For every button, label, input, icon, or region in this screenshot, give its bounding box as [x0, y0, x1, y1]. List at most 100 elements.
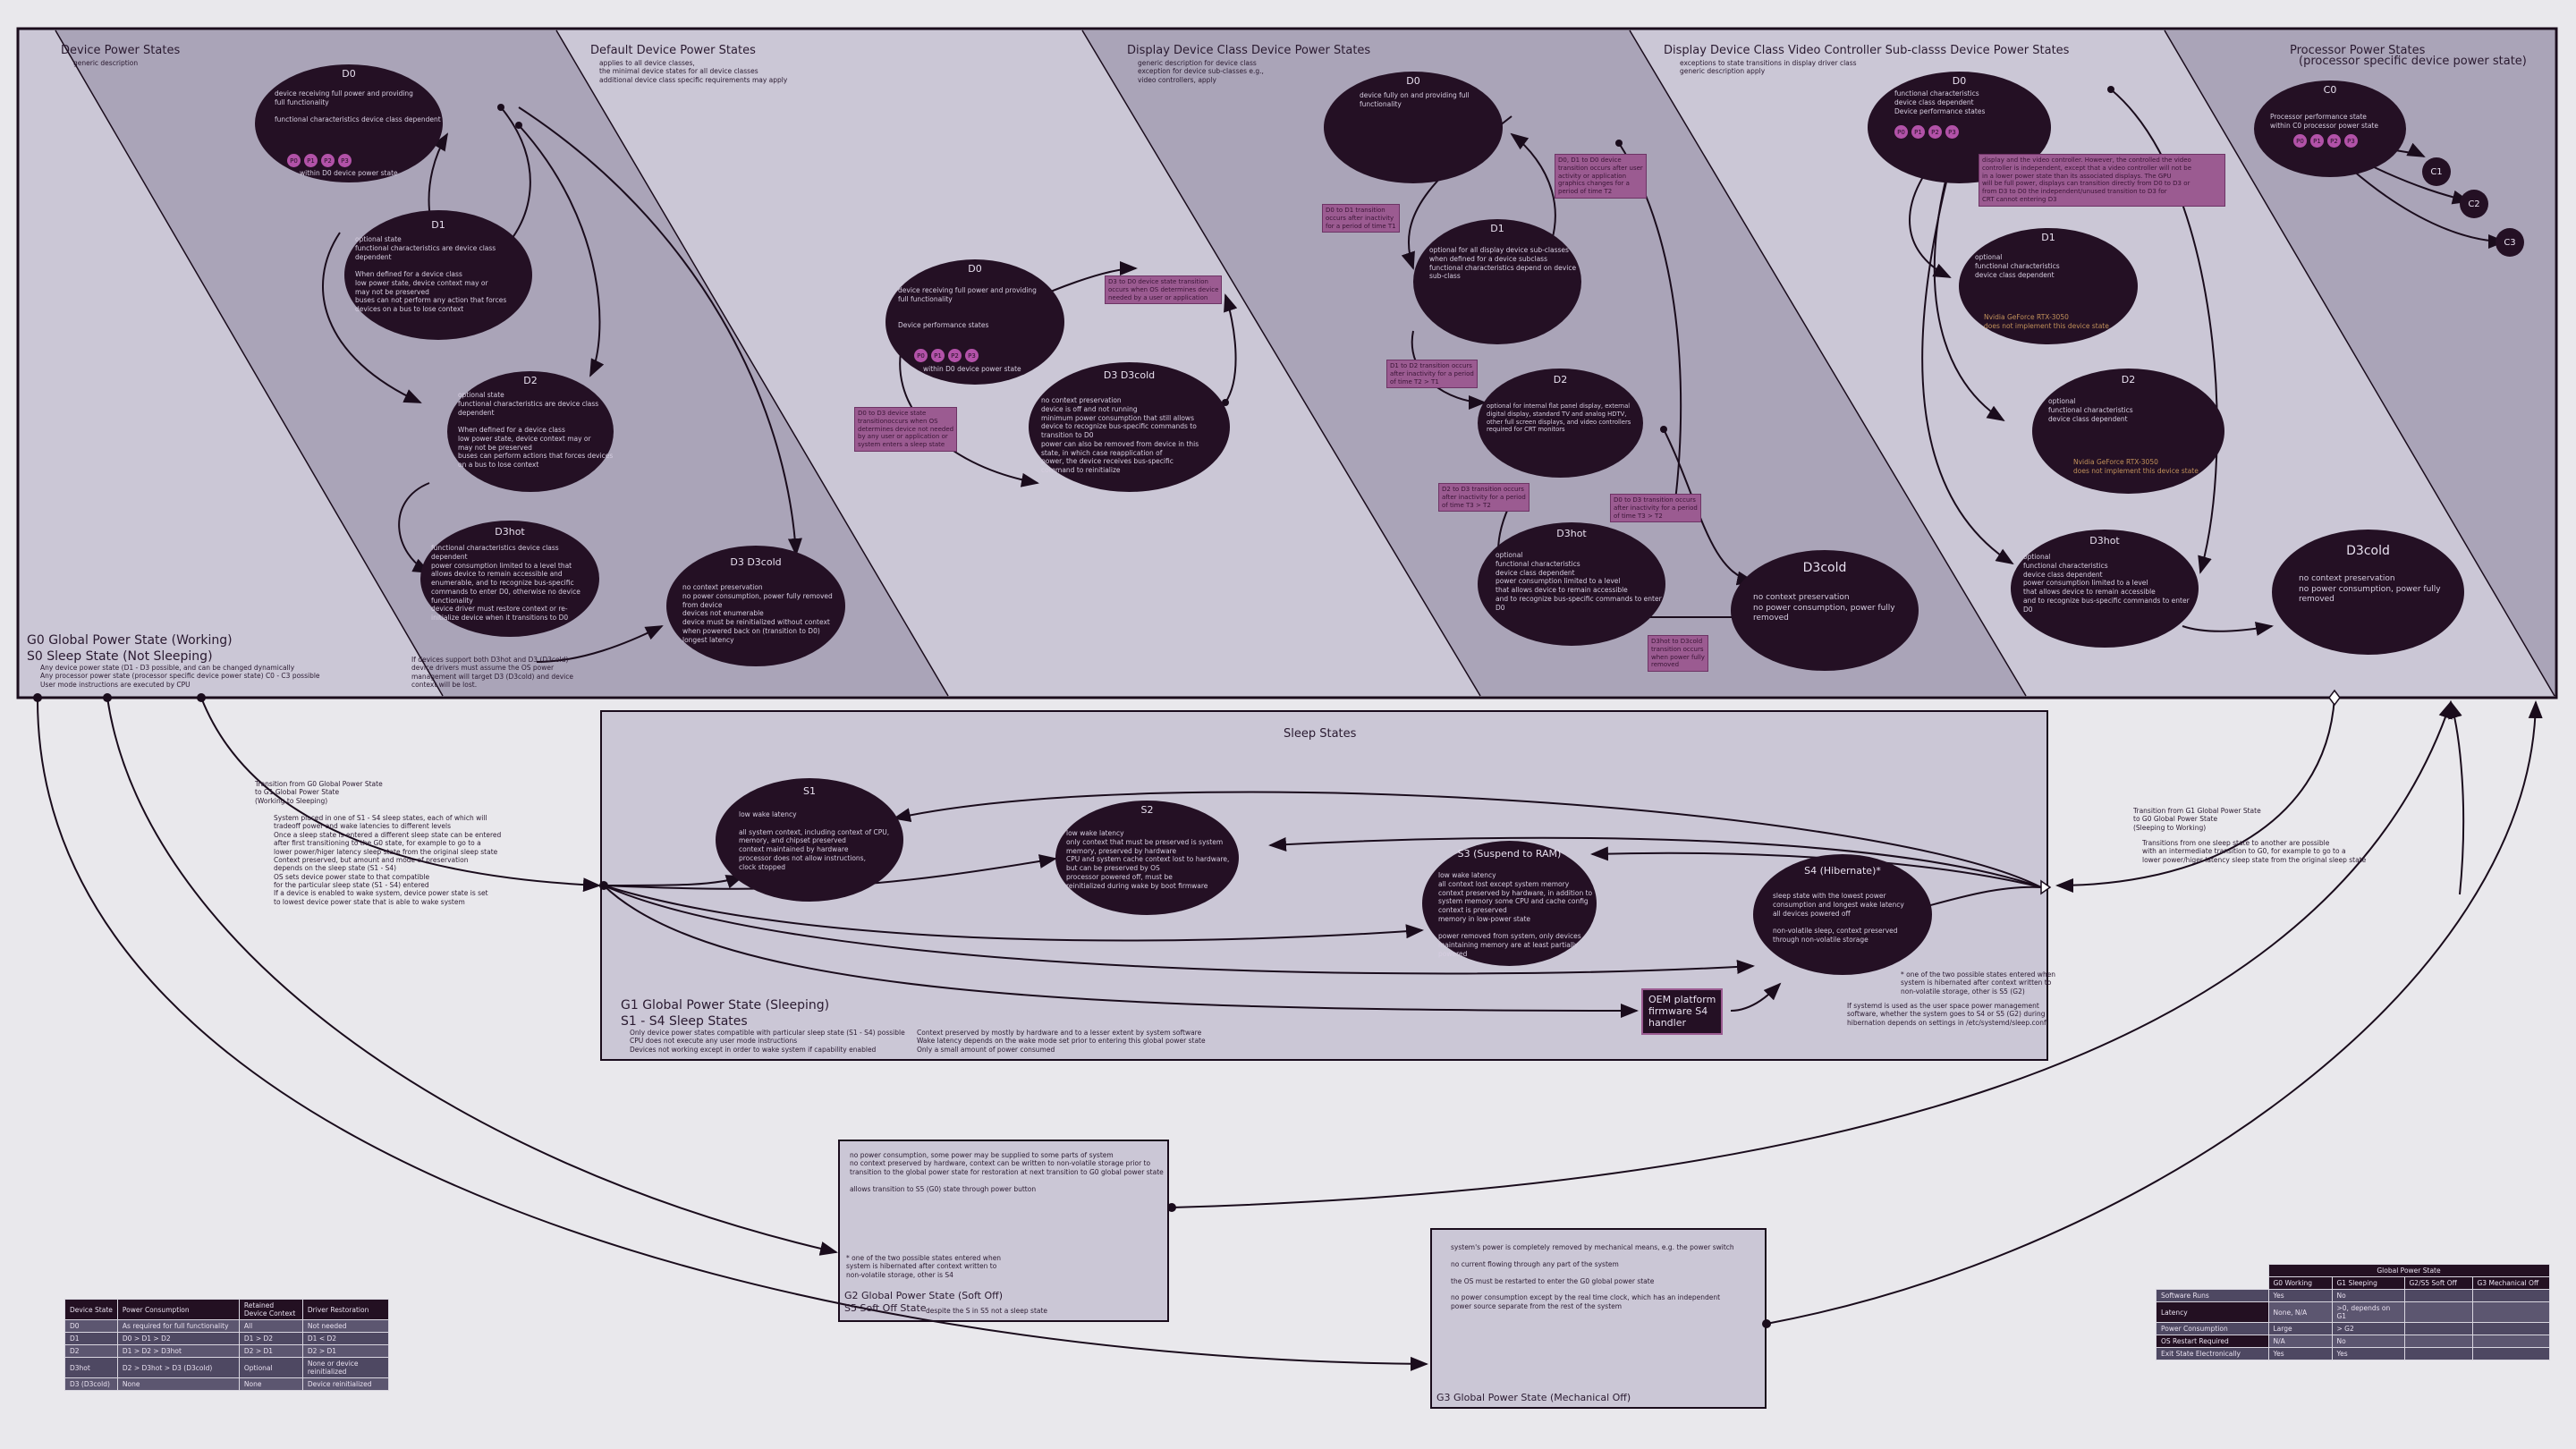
p0-badge: P0	[2293, 134, 2307, 148]
generic-d3cold-state: D3 D3cold no context preservation no pow…	[666, 546, 845, 666]
state-body: optional functional characteristics devi…	[2023, 553, 2190, 614]
g2-note: * one of the two possible states entered…	[846, 1254, 1002, 1279]
p0-badge: P0	[287, 154, 301, 167]
state-name: D3cold	[1802, 561, 1847, 575]
state-name: D0	[342, 68, 356, 80]
table-title: Global Power State	[2267, 1264, 2550, 1277]
s4-footnote: * one of the two possible states entered…	[1901, 970, 2056, 996]
cell: >0, depends on G1	[2331, 1301, 2405, 1323]
cell: None	[116, 1377, 240, 1391]
state-body: no context preservation no power consump…	[1753, 593, 1895, 623]
cell: D1	[64, 1332, 118, 1345]
generic-d0-state: D0 device receiving full power and provi…	[255, 64, 443, 182]
state-name: C0	[2323, 84, 2337, 96]
p3-badge: P3	[2344, 134, 2358, 148]
oem-s4-handler: OEM platform firmware S4 handler	[1641, 988, 1724, 1035]
default-section-title: Default Device Power States	[590, 44, 756, 57]
state-body: Processor performance state within C0 pr…	[2270, 113, 2378, 130]
cell: D0	[64, 1319, 118, 1333]
state-name: D2	[2121, 374, 2136, 386]
state-body: optional functional characteristics devi…	[1975, 253, 2060, 279]
header-cell: Device State	[64, 1299, 118, 1320]
cell: None, N/A	[2267, 1301, 2333, 1323]
p1-badge: P1	[931, 349, 945, 362]
processor-c2-state: C2	[2460, 190, 2488, 218]
cell: D3hot	[64, 1357, 118, 1378]
state-body: low wake latency all system context, inc…	[739, 810, 890, 871]
display-note-4: D2 to D3 transition occurs after inactiv…	[1438, 483, 1530, 513]
cell	[2403, 1335, 2473, 1348]
cell: Exit State Electronically	[2156, 1347, 2269, 1360]
processor-c0-state: C0 Processor performance state within C0…	[2254, 80, 2406, 177]
state-body: optional state functional characteristic…	[355, 235, 507, 313]
state-body: device receiving full power and providin…	[898, 286, 1037, 329]
cell: Yes	[2267, 1347, 2333, 1360]
state-name: D0	[968, 263, 982, 275]
p1-badge: P1	[2310, 134, 2324, 148]
cell: No	[2331, 1335, 2405, 1348]
cell: Not needed	[301, 1319, 389, 1333]
header-cell: Retained Device Context	[238, 1299, 303, 1320]
state-name: S1	[803, 785, 816, 797]
cell	[2471, 1301, 2550, 1323]
cell: Device reinitialized	[301, 1377, 389, 1391]
cell	[2471, 1335, 2550, 1348]
cell	[2403, 1289, 2473, 1302]
p3-badge: P3	[338, 154, 352, 167]
table-header-row: Device State Power Consumption Retained …	[64, 1299, 389, 1320]
display-note-6: D3hot to D3cold transition occurs when p…	[1648, 635, 1708, 672]
g0-title: G0 Global Power State (Working) S0 Sleep…	[27, 633, 233, 664]
state-extra: Nvidia GeForce RTX-3050 does not impleme…	[2073, 458, 2199, 475]
cell: D2 > D1	[238, 1344, 303, 1358]
display-note-2: D0, D1 to D0 device transition occurs af…	[1555, 154, 1647, 199]
cell: Yes	[2331, 1347, 2405, 1360]
video-d3hot-state: D3hot optional functional characteristic…	[2011, 530, 2199, 648]
state-name: S2	[1140, 804, 1154, 816]
to-sleep-desc: System placed in one of S1 - S4 sleep st…	[274, 814, 502, 906]
cell: D2	[64, 1344, 118, 1358]
display-d1-state: D1 optional for all display device sub-c…	[1413, 219, 1581, 344]
cell: D1 < D2	[301, 1332, 389, 1345]
cell	[2471, 1289, 2550, 1302]
cell: None or device reinitialized	[301, 1357, 389, 1378]
g2-box	[838, 1140, 1169, 1322]
default-section-sub: applies to all device classes, the minim…	[599, 59, 788, 84]
default-up-note: D3 to D0 device state transition occurs …	[1105, 275, 1223, 305]
default-down-note: D0 to D3 device state transitionoccurs w…	[854, 407, 958, 452]
cell: D3 (D3cold)	[64, 1377, 118, 1391]
cell: None	[238, 1377, 303, 1391]
s1-state: S1 low wake latency all system context, …	[716, 778, 903, 902]
state-body: sleep state with the lowest power consum…	[1773, 892, 1904, 944]
display-note-5: D0 to D3 transition occurs after inactiv…	[1610, 494, 1701, 523]
cell	[2471, 1322, 2550, 1335]
p3-badge: P3	[965, 349, 979, 362]
header-cell: G2/S5 Soft Off	[2403, 1276, 2473, 1290]
g3-box	[1430, 1228, 1767, 1409]
processor-c3-state: C3	[2496, 228, 2524, 257]
p0-badge: P0	[1894, 125, 1908, 139]
state-name: D1	[1490, 223, 1504, 234]
video-d2-state: D2 optional functional characteristics d…	[2032, 369, 2224, 494]
s3-state: S3 (Suspend to RAM) low wake latency all…	[1422, 841, 1597, 966]
display-section-sub: generic description for device class exc…	[1138, 59, 1264, 84]
g2-title-tail: despite the S in S5 not a sleep state	[926, 1307, 1048, 1315]
header-cell: G0 Working	[2267, 1276, 2333, 1290]
p0-badge: P0	[914, 349, 928, 362]
cell	[2403, 1301, 2473, 1323]
state-name: D0	[1406, 75, 1420, 87]
g1-desc-right: Context preserved by mostly by hardware …	[917, 1029, 1206, 1054]
table-header-row: G0 Working G1 Sleeping G2/S5 Soft Off G3…	[2157, 1276, 2550, 1290]
generic-d3hot-state: D3hot functional characteristics device …	[420, 521, 599, 637]
cell	[2403, 1322, 2473, 1335]
display-note-1: D0 to D1 transition occurs after inactiv…	[1322, 204, 1400, 233]
